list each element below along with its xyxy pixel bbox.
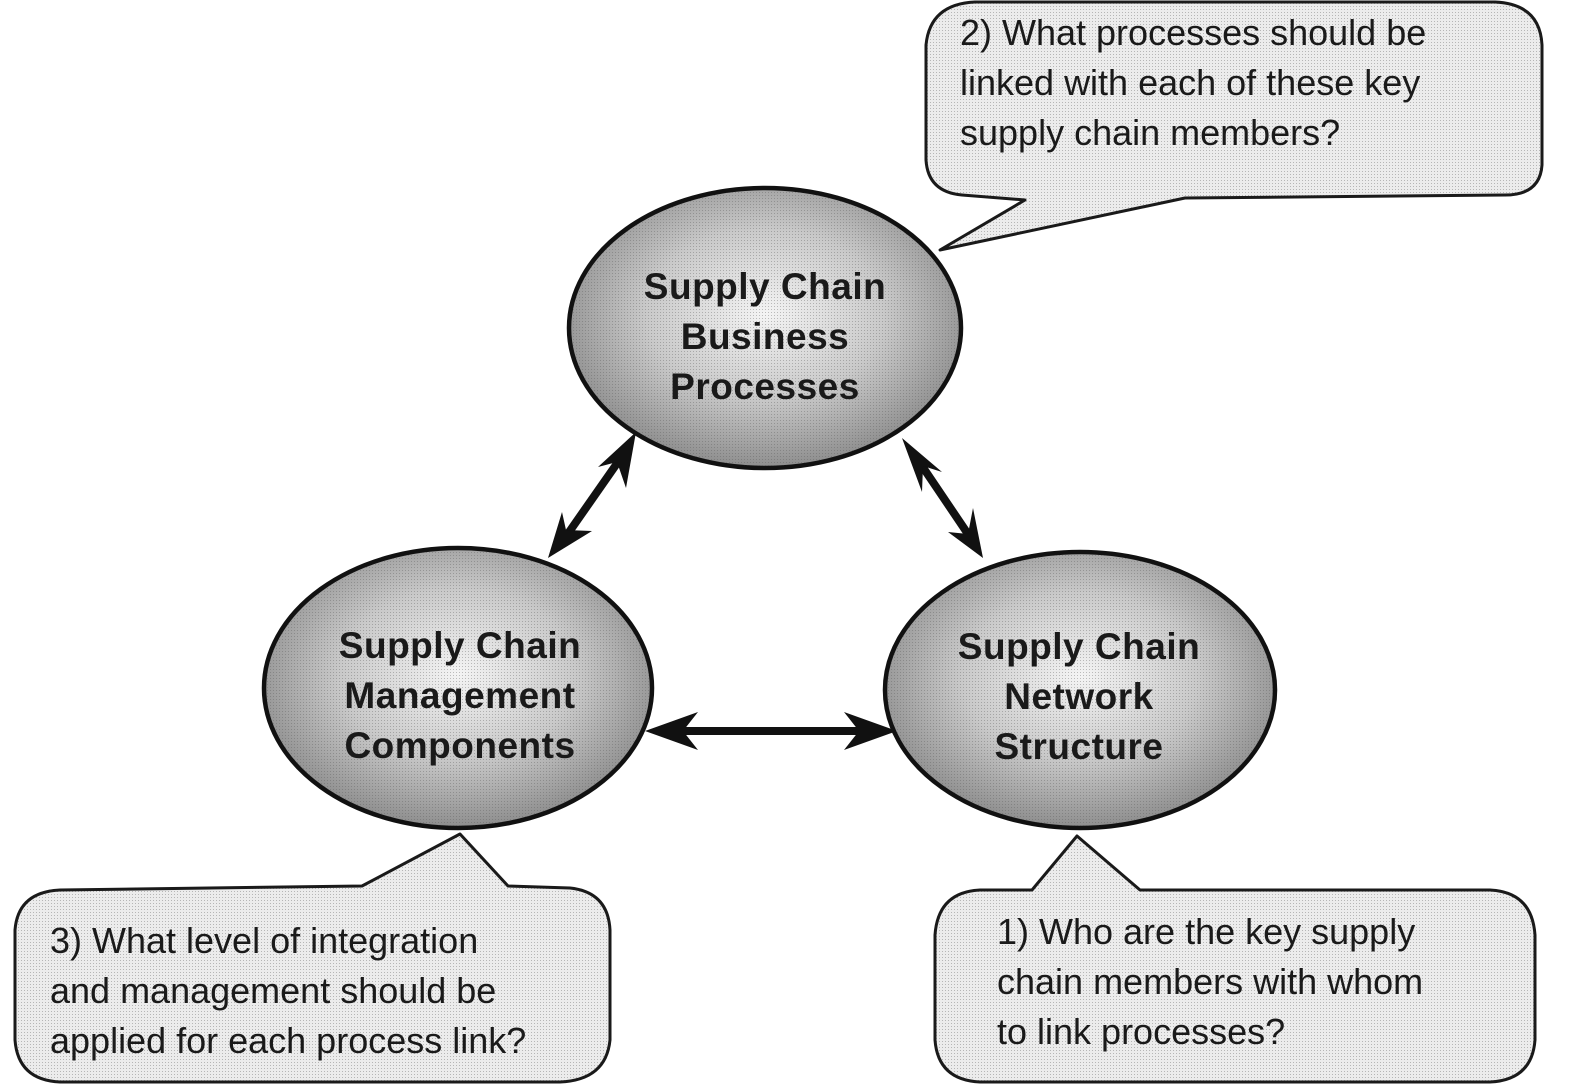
callout-1-line-1: 1) Who are the key supply [997, 911, 1415, 952]
node-label-line-3: Structure [995, 726, 1164, 767]
node-management-components: Supply Chain Management Components [261, 545, 655, 831]
arrowhead-down [548, 512, 592, 558]
callout-question-2: 2) What processes should be linked with … [924, 0, 1544, 252]
callout-question-3: 3) What level of integration and managem… [13, 832, 612, 1084]
arrowhead-down [948, 508, 983, 558]
callout-3-line-2: and management should be [50, 970, 496, 1011]
callout-bubble-2 [924, 0, 1544, 252]
callout-3-line-1: 3) What level of integration [50, 920, 478, 961]
arrow-business-to-network [902, 438, 983, 558]
node-label-line-1: Supply Chain [339, 625, 581, 666]
arrow-management-to-network [645, 712, 897, 750]
callout-bubble-3 [13, 832, 612, 1084]
callout-bubble-1 [933, 834, 1537, 1084]
node-label-line-1: Supply Chain [644, 266, 886, 307]
callout-2-line-3: supply chain members? [960, 112, 1340, 153]
node-texture [887, 554, 1273, 826]
callout-2-line-2: linked with each of these key [960, 62, 1420, 103]
arrowhead-right [844, 712, 897, 750]
arrowhead-up [598, 432, 636, 488]
node-business-processes: Supply Chain Business Processes [566, 185, 964, 471]
callout-1-line-3: to link processes? [997, 1011, 1285, 1052]
node-network-structure: Supply Chain Network Structure [882, 549, 1278, 831]
arrowhead-left [645, 712, 698, 750]
node-label-line-2: Management [344, 675, 575, 716]
node-label-line-2: Network [1004, 676, 1153, 717]
node-label-line-2: Business [681, 316, 850, 357]
node-texture [266, 550, 650, 826]
node-label-line-3: Components [344, 725, 575, 766]
callout-2-line-1: 2) What processes should be [960, 12, 1426, 53]
callout-question-1: 1) Who are the key supply chain members … [933, 834, 1537, 1084]
node-label-line-3: Processes [670, 366, 860, 407]
node-texture [571, 190, 959, 466]
arrow-business-to-management [548, 432, 636, 558]
arrowhead-up [902, 438, 942, 492]
node-label-line-1: Supply Chain [958, 626, 1200, 667]
callout-1-line-2: chain members with whom [997, 961, 1423, 1002]
callout-3-line-3: applied for each process link? [50, 1020, 526, 1061]
